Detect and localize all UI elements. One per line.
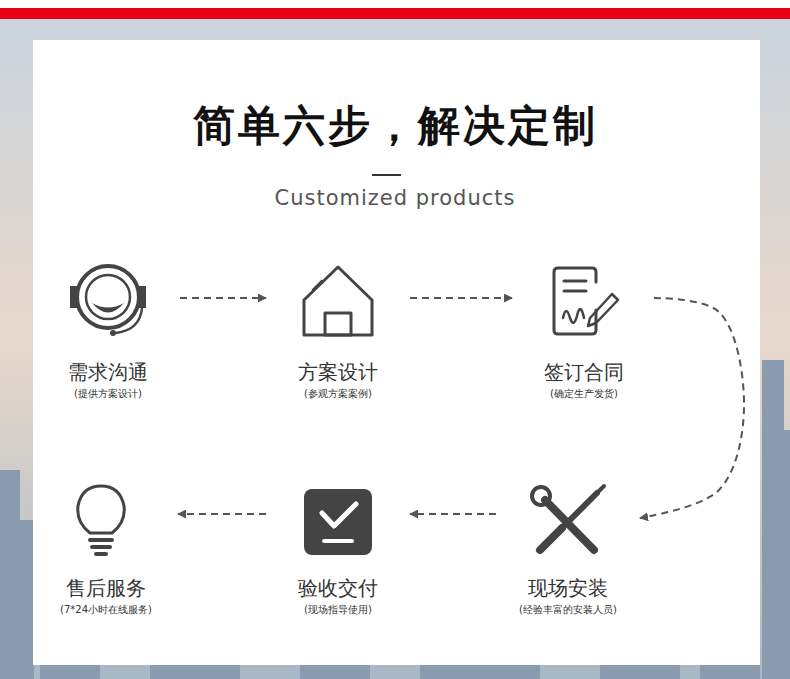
icons [70,266,618,555]
step-node: 方案设计 (参观方案案例) [270,262,406,405]
step-node: 验收交付 (现场指导使用) [270,478,406,621]
house-icon [304,267,372,335]
step-title: 需求沟通 [46,360,170,384]
step-title: 方案设计 [276,360,400,384]
step-node: 现场安装 (经验丰富的安装人员) [500,478,636,621]
step-note: (提供方案设计) [46,387,170,401]
flow-arrow [410,513,496,515]
lightbulb-icon [78,486,125,554]
step-title: 验收交付 [276,576,400,600]
diagram-title: 简单六步，解决定制 [0,98,790,154]
step-title: 售后服务 [44,576,168,600]
subtitle: Customized products [0,186,790,210]
step-note: (经验丰富的安装人员) [506,603,630,617]
step-node: 售后服务 (7*24小时在线服务) [38,478,174,621]
flow-arrow [410,297,512,299]
red-bar [0,8,790,19]
title-divider [372,174,401,176]
step-node: 需求沟通 (提供方案设计) [40,262,176,405]
top-strip [0,0,790,8]
check-icon [304,489,372,555]
flow-arrow [640,298,744,518]
tools-icon [532,486,604,550]
contract-icon [554,268,618,334]
step-title: 签订合同 [522,360,646,384]
step-note: (确定生产发货) [522,387,646,401]
flow-arrow [180,297,266,299]
step-node: 签订合同 (确定生产发货) [516,262,652,405]
flow-arrow [178,513,266,515]
step-title: 现场安装 [506,576,630,600]
step-note: (7*24小时在线服务) [44,603,168,617]
headset-icon [70,266,146,336]
step-note: (现场指导使用) [276,603,400,617]
step-note: (参观方案案例) [276,387,400,401]
